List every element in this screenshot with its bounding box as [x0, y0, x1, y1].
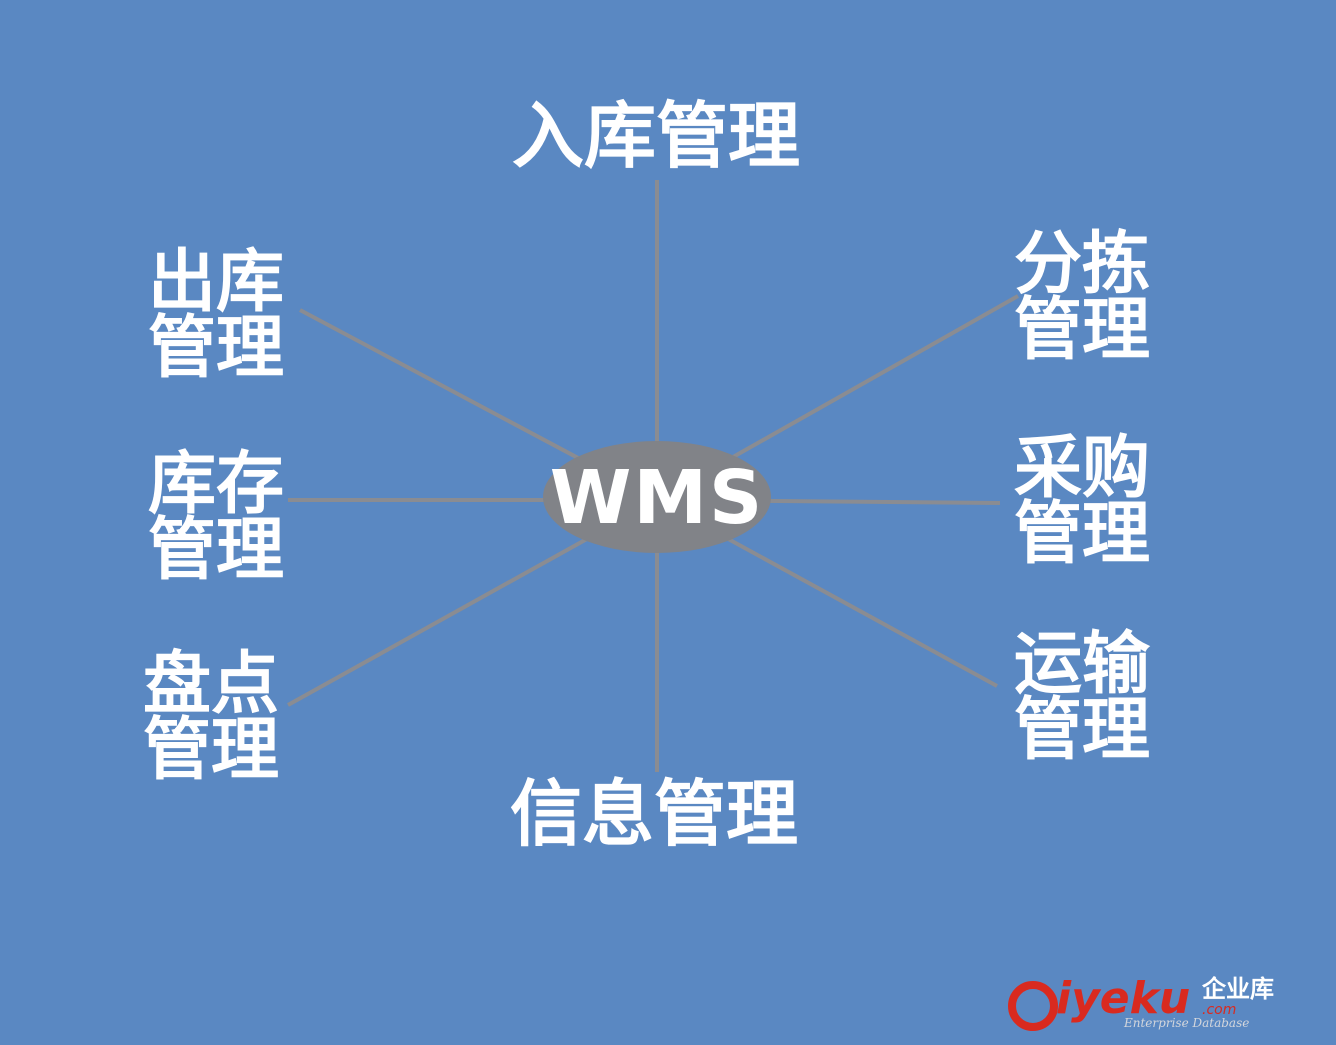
- watermark-subtitle: Enterprise Database: [1124, 1016, 1250, 1030]
- node-label-line: 运输: [1014, 625, 1151, 704]
- node-inbound-management: 入库管理: [512, 100, 800, 172]
- node-label-line: 盘点: [143, 645, 280, 724]
- watermark-logo: iyeku 企业库 .com Enterprise Database: [1006, 975, 1306, 1033]
- node-label-line: 分拣: [1014, 225, 1151, 304]
- node-transport-management: 运输 管理: [1014, 625, 1151, 770]
- watermark-q-mark: [1008, 981, 1058, 1031]
- node-information-management: 信息管理: [510, 778, 798, 850]
- node-label-line: 管理: [148, 309, 285, 388]
- node-sorting-management: 分拣 管理: [1014, 225, 1151, 370]
- node-label-line: 管理: [1014, 291, 1151, 370]
- node-label-line: 出库: [148, 243, 285, 322]
- hub-ellipse: [543, 441, 771, 553]
- node-label-line: 管理: [1014, 495, 1151, 574]
- node-purchasing-management: 采购 管理: [1014, 429, 1151, 574]
- node-label-line: 管理: [143, 711, 280, 790]
- hub-label: WMS: [550, 455, 765, 541]
- node-label-line: 库存: [148, 445, 285, 524]
- hub-node: WMS: [543, 441, 771, 553]
- node-label-line: 管理: [148, 511, 285, 590]
- node-label-line: 信息管理: [510, 772, 799, 856]
- node-label-line: 采购: [1014, 429, 1151, 508]
- watermark-domain-suffix: .com: [1202, 1002, 1237, 1018]
- watermark-brand: iyeku: [1056, 973, 1191, 1024]
- node-label-line: 管理: [1014, 691, 1151, 770]
- node-outbound-management: 出库 管理: [148, 243, 285, 388]
- node-inventory-management: 库存 管理: [148, 445, 285, 590]
- watermark-chinese-name: 企业库: [1202, 975, 1274, 1003]
- node-label-line: 入库管理: [512, 94, 801, 178]
- node-stocktaking-management: 盘点 管理: [143, 645, 280, 790]
